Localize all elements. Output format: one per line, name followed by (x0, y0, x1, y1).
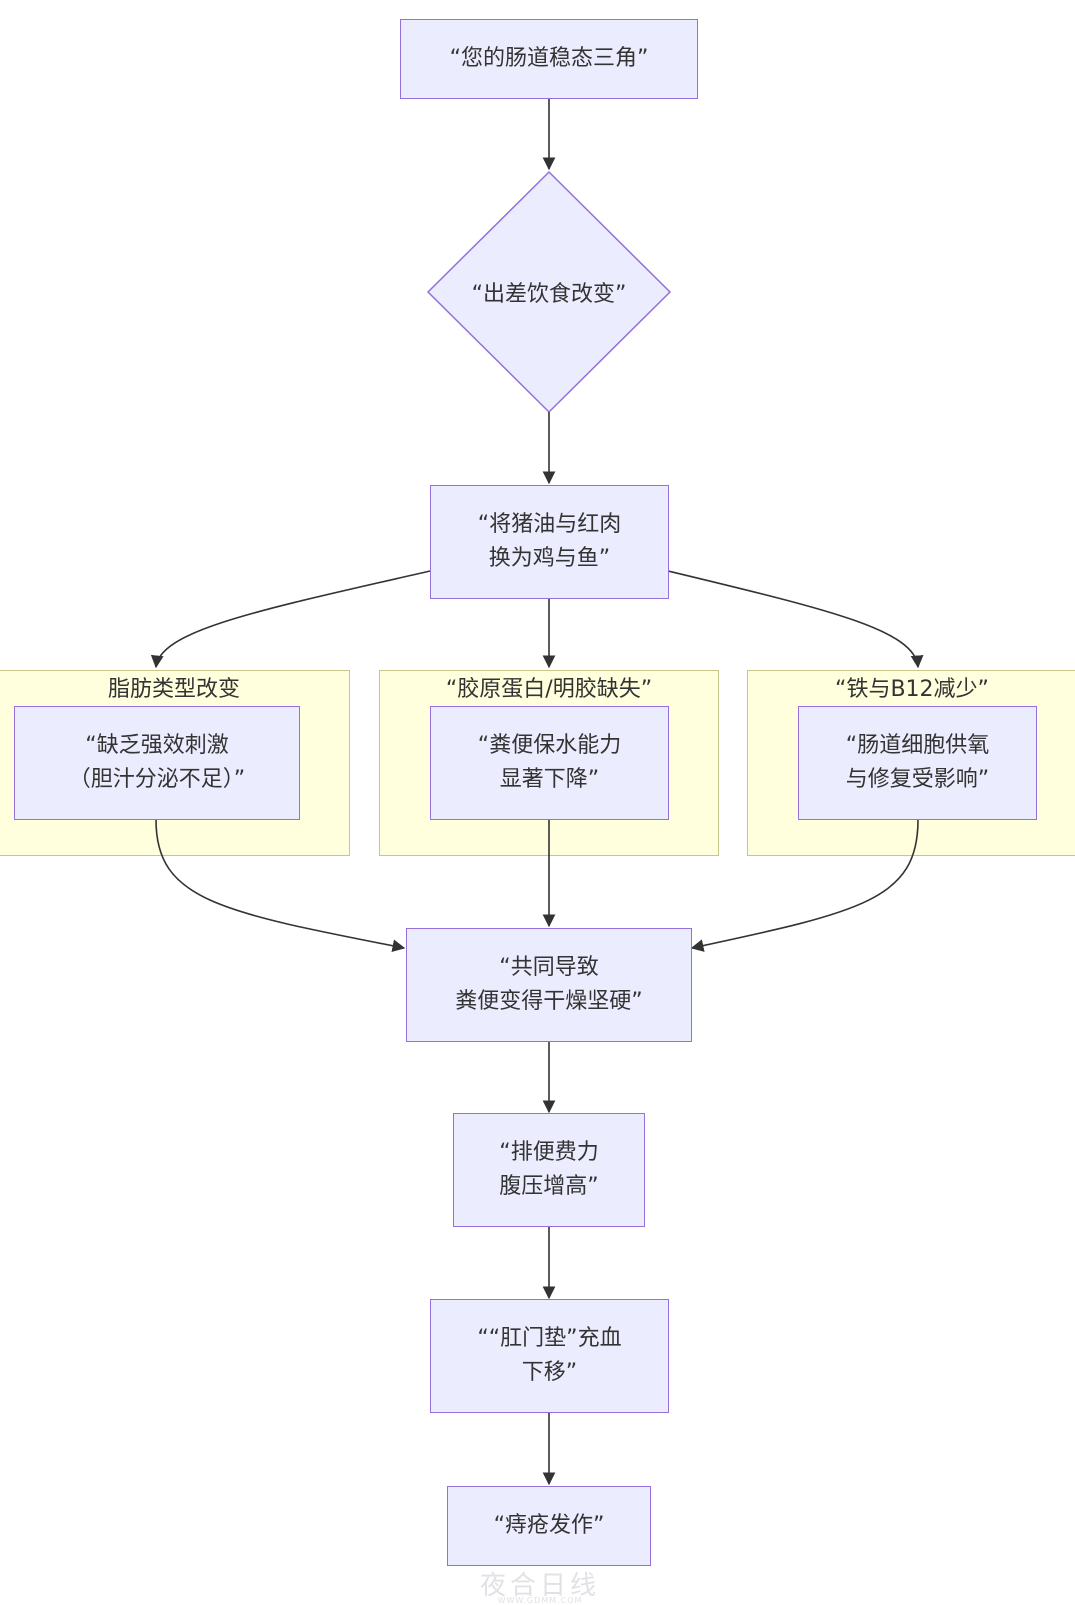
node-business-trip-diet-change: “出差饮食改变” (471, 282, 627, 307)
node-anal-cushion-congestion: ““肛门垫”充血 下移” (430, 1299, 669, 1413)
node-straining: “排便费力 腹压增高” (453, 1113, 645, 1227)
node-lack-of-stimulus: “缺乏强效刺激 （胆汁分泌不足）” (14, 706, 300, 820)
edge-n4-n7 (155, 819, 406, 953)
node-swap-lard-red-meat: “将猪油与红肉 换为鸡与鱼” (430, 485, 669, 599)
node-dry-hard-stool: “共同导致 粪便变得干燥坚硬” (406, 928, 692, 1042)
watermark-sub: WWW.GDMM.COM (497, 1596, 583, 1605)
cluster-title-collagen: “胶原蛋白/明胶缺失” (445, 677, 653, 702)
watermark-main: 夜合日线 (479, 1571, 600, 1601)
edge-n3-n4 (150, 570, 431, 669)
cluster-title-fat: 脂肪类型改变 (107, 677, 240, 702)
node-gut-homeostasis-triangle: “您的肠道稳态三角” (400, 19, 698, 99)
edge-n6-n7 (690, 819, 919, 952)
cluster-title-iron: “铁与B12减少” (835, 677, 989, 702)
node-hemorrhoid-flare: “痔疮发作” (447, 1486, 651, 1566)
node-cell-oxygen-repair: “肠道细胞供氧 与修复受影响” (798, 706, 1037, 820)
edge-n3-n6 (667, 570, 924, 669)
node-stool-water-retention: “粪便保水能力 显著下降” (430, 706, 669, 820)
watermark: 夜合日线 WWW.GDMM.COM (440, 1565, 640, 1605)
